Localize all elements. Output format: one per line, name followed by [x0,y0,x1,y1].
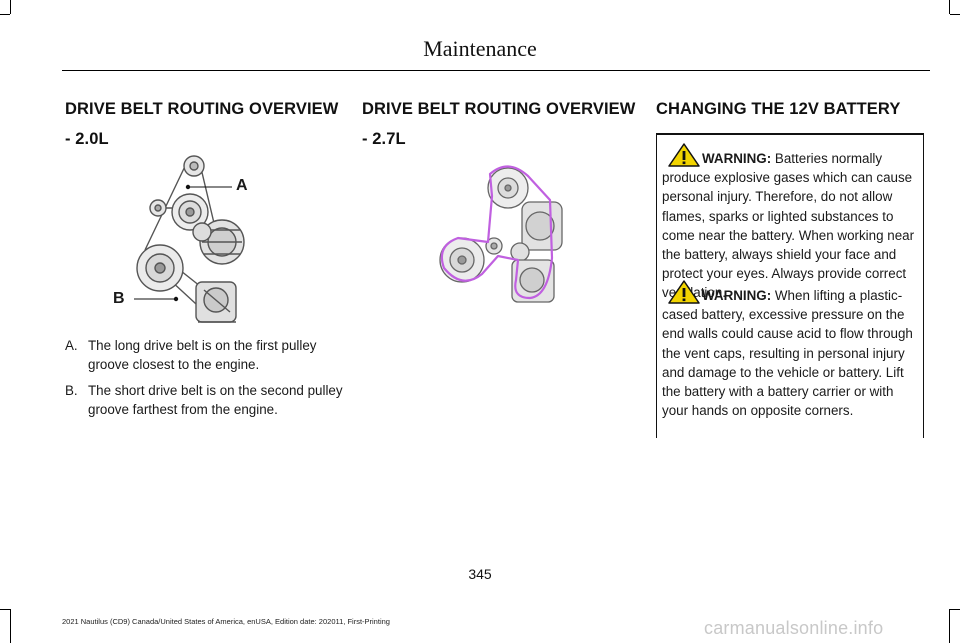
crop-mark [950,609,960,610]
belt-list: A. The long drive belt is on the first p… [65,336,345,426]
warning-2: WARNING: When lifting a plastic-cased ba… [662,280,922,420]
crop-mark [10,0,11,14]
middle-heading: DRIVE BELT ROUTING OVERVIEW - 2.7L [362,96,652,152]
edition-text: 2021 Nautilus (CD9) Canada/United States… [62,617,390,626]
warning-triangle-icon [668,143,700,167]
list-item: A. The long drive belt is on the first p… [65,336,345,374]
list-item: B. The short drive belt is on the second… [65,381,345,419]
warning-2-label: WARNING: [702,288,772,303]
list-item-key: B. [65,383,78,398]
middle-heading-line2: - 2.7L [362,130,406,148]
warning-1-label: WARNING: [702,151,772,166]
warning-box [656,133,924,438]
header-rule [62,70,930,71]
warning-triangle-icon [668,280,700,304]
list-item-text: The short drive belt is on the second pu… [88,383,343,417]
watermark: carmanualsonline.info [704,618,884,638]
crop-mark [0,609,10,610]
callout-a-label: A [236,177,248,194]
page-header-title: Maintenance [423,36,537,61]
left-heading-line2: - 2.0L [65,130,109,148]
warning-1-text: Batteries normally produce explosive gas… [662,151,915,301]
crop-mark [949,0,950,14]
page-number: 345 [468,566,492,582]
crop-mark [949,609,950,643]
callout-b-label: B [113,290,125,307]
belt-diagram-2-7l [439,165,563,303]
belt-diagram-2-0l [134,155,245,323]
crop-mark [950,14,960,15]
list-item-text: The long drive belt is on the first pull… [88,338,317,372]
left-heading: DRIVE BELT ROUTING OVERVIEW - 2.0L [65,96,355,152]
crop-mark [0,14,10,15]
warning-1: WARNING: Batteries normally produce expl… [662,143,922,303]
list-item-key: A. [65,338,78,353]
middle-heading-line1: DRIVE BELT ROUTING OVERVIEW [362,100,636,118]
warning-2-text: When lifting a plastic-cased battery, ex… [662,288,913,419]
crop-mark [10,609,11,643]
left-heading-line1: DRIVE BELT ROUTING OVERVIEW [65,100,339,118]
right-heading: CHANGING THE 12V BATTERY [656,100,901,118]
